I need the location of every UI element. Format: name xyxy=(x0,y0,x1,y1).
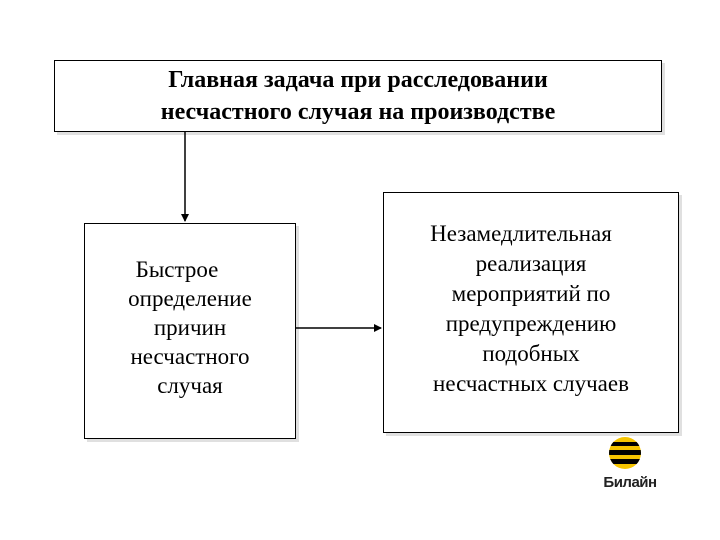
cause-line: случая xyxy=(157,372,223,398)
beeline-logo: Билайн xyxy=(594,436,666,496)
measures-line: мероприятий по xyxy=(451,280,611,306)
measures-box: Незамедлительная реализация мероприятий … xyxy=(383,192,679,433)
measures-line: Незамедлительная xyxy=(430,220,612,246)
cause-line: причин xyxy=(153,314,227,340)
cause-line: Быстрое xyxy=(135,256,219,282)
measures-line: подобных xyxy=(482,340,580,366)
cause-determination-box: Быстрое определение причин несчастного с… xyxy=(84,223,296,439)
main-task-box: Главная задача при расследовании несчаст… xyxy=(54,60,662,132)
beeline-logo-icon xyxy=(609,437,641,469)
cause-line: определение xyxy=(128,285,252,311)
main-task-line: Главная задача при расследовании xyxy=(168,67,548,93)
main-task-line: несчастного случая на производстве xyxy=(160,99,556,125)
measures-line: реализация xyxy=(475,250,587,276)
measures-line: предупреждению xyxy=(445,310,617,336)
measures-line: несчастных случаев xyxy=(433,370,629,396)
beeline-logo-text: Билайн xyxy=(603,474,657,491)
cause-line: несчастного xyxy=(130,343,250,369)
